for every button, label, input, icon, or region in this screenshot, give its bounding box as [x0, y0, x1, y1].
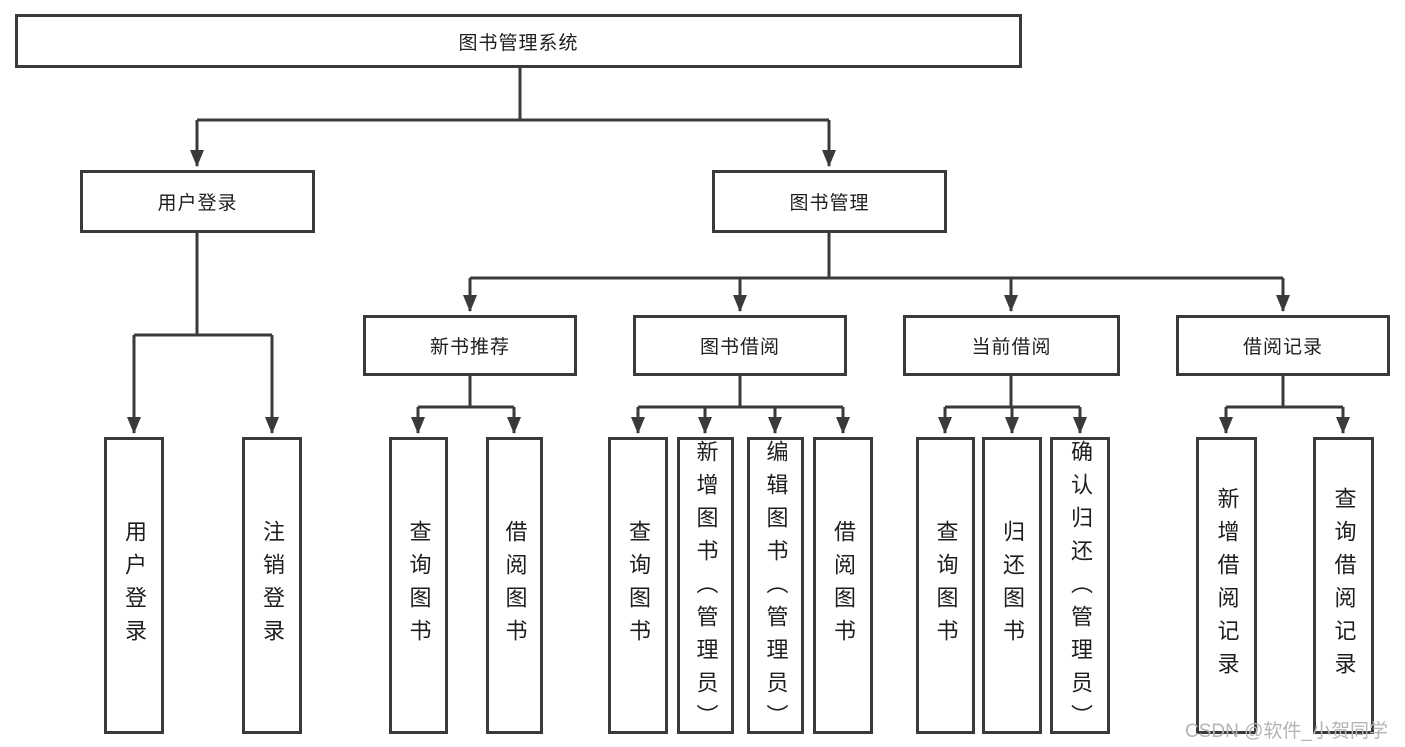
connector-line [1226, 376, 1343, 409]
connector-line [945, 376, 1080, 409]
node-leaf-borrow-book-2: 借阅图书 [813, 437, 873, 734]
node-root: 图书管理系统 [15, 14, 1022, 68]
node-leaf-edit-book-admin: 编辑图书（管理员） [747, 437, 804, 737]
node-book-management: 图书管理 [712, 170, 947, 233]
connector-user-login-children [127, 233, 279, 434]
node-leaf-query-book-3: 查询图书 [916, 437, 975, 734]
node-new-book-recommend: 新书推荐 [363, 315, 577, 376]
node-leaf-logout: 注销登录 [242, 437, 302, 734]
node-leaf-query-book-2: 查询图书 [608, 437, 668, 734]
node-leaf-query-book-1: 查询图书 [389, 437, 448, 734]
connector-line [638, 376, 843, 409]
node-book-borrow: 图书借阅 [633, 315, 847, 376]
node-leaf-user-login: 用户登录 [104, 437, 164, 734]
connector-book-management-children [463, 233, 1290, 312]
node-leaf-borrow-book-1: 借阅图书 [486, 437, 543, 734]
connector-line [134, 233, 272, 337]
connector-current-borrow-children [938, 376, 1087, 434]
node-current-borrow: 当前借阅 [903, 315, 1120, 376]
watermark: CSDN @软件_小贺同学 [1185, 721, 1388, 742]
connector-line [470, 233, 1283, 280]
connector-root-to-level2 [190, 67, 836, 167]
connector-book-borrow-children [631, 376, 850, 434]
connector-line [197, 67, 829, 122]
node-leaf-confirm-return-admin: 确认归还（管理员） [1050, 437, 1110, 737]
connector-new-book-recommend-children [411, 376, 521, 434]
node-leaf-query-borrow-record: 查询借阅记录 [1313, 437, 1374, 734]
connector-borrow-record-children [1219, 376, 1350, 434]
node-user-login: 用户登录 [80, 170, 315, 233]
node-leaf-add-borrow-record: 新增借阅记录 [1196, 437, 1257, 734]
connector-line [418, 376, 514, 409]
node-leaf-add-book-admin: 新增图书（管理员） [677, 437, 734, 737]
node-borrow-record: 借阅记录 [1176, 315, 1390, 376]
node-leaf-return-book: 归还图书 [982, 437, 1042, 734]
